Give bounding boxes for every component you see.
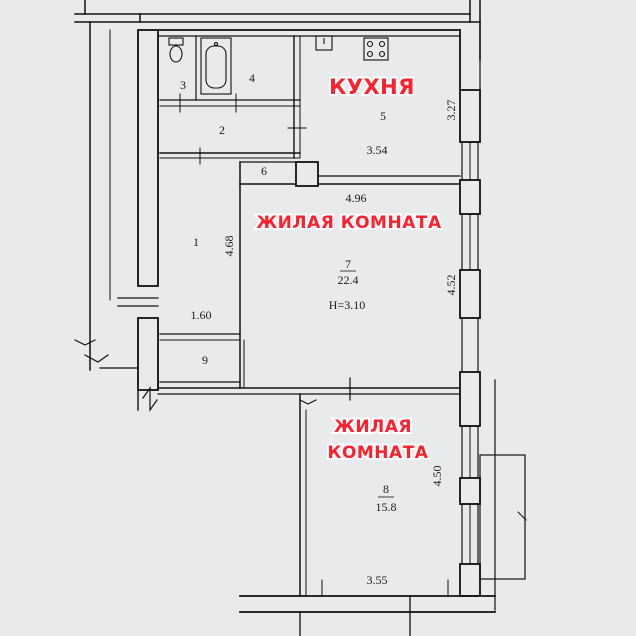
dimension-3-55: 3.55 [367, 573, 388, 587]
living-room-1-label: ЖИЛАЯ КОМНАТА [256, 213, 442, 233]
stove-icon [363, 37, 389, 61]
room-number-4: 4 [249, 71, 255, 85]
living-room-2-label-line2: КОМНАТА [328, 443, 429, 463]
room-number-7: 7 [345, 257, 351, 271]
room-area-7: 22.4 [338, 273, 359, 287]
room-number-5: 5 [380, 109, 386, 123]
bathtub-icon [200, 37, 232, 95]
living-room-2-label-line1: ЖИЛАЯ [334, 417, 412, 437]
dimension-3-54: 3.54 [367, 143, 388, 157]
dimension-4-96: 4.96 [346, 191, 367, 205]
dimension-4-50: 4.50 [430, 466, 444, 487]
kitchen-label: КУХНЯ [329, 75, 415, 99]
dimension-4-52: 4.52 [444, 275, 458, 296]
room-number-2: 2 [219, 123, 225, 137]
room-area-8: 15.8 [376, 500, 397, 514]
room-number-9: 9 [202, 353, 208, 367]
room-number-1: 1 [193, 235, 199, 249]
dimension-3-27: 3.27 [444, 100, 458, 121]
sink-icon [315, 35, 333, 51]
room-number-3: 3 [180, 78, 186, 92]
dimension-1-60: 1.60 [191, 308, 212, 322]
toilet-icon [168, 37, 184, 63]
room-height-7: H=3.10 [329, 298, 365, 312]
room-number-6: 6 [261, 164, 267, 178]
dimension-4-68: 4.68 [222, 236, 236, 257]
walls [74, 0, 527, 636]
room-number-8: 8 [383, 482, 389, 496]
